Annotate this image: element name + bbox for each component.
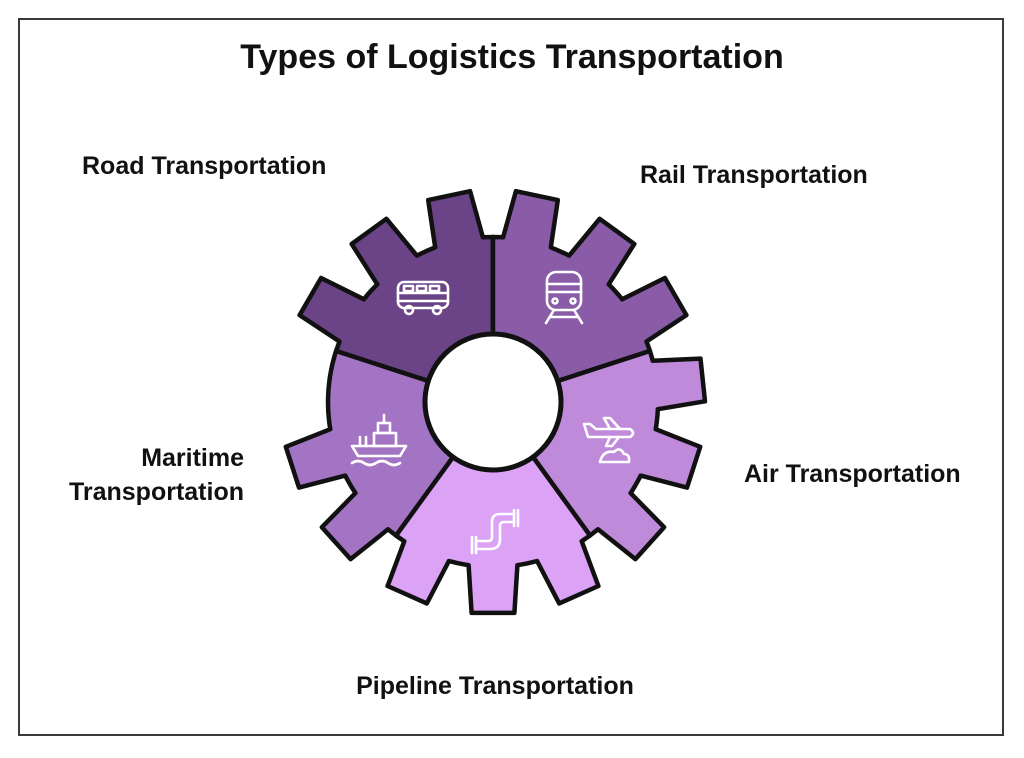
label-maritime-line1: Maritime: [141, 444, 244, 472]
bus-icon: [396, 280, 450, 316]
label-pipeline-transportation: Pipeline Transportation: [356, 672, 634, 700]
train-icon: [544, 270, 584, 325]
gear-hub: [422, 331, 564, 473]
diagram-title: Types of Logistics Transportation: [240, 38, 784, 76]
label-maritime-line2: Transportation: [68, 478, 244, 506]
label-road-transportation: Road Transportation: [82, 152, 327, 180]
label-air-transportation: Air Transportation: [744, 460, 961, 488]
pipe-icon: [470, 508, 520, 555]
ship-icon: [350, 413, 408, 467]
label-rail-transportation: Rail Transportation: [640, 161, 868, 189]
airplane-icon: [582, 416, 635, 464]
label-maritime-transportation: Maritime Transportation: [69, 441, 244, 509]
